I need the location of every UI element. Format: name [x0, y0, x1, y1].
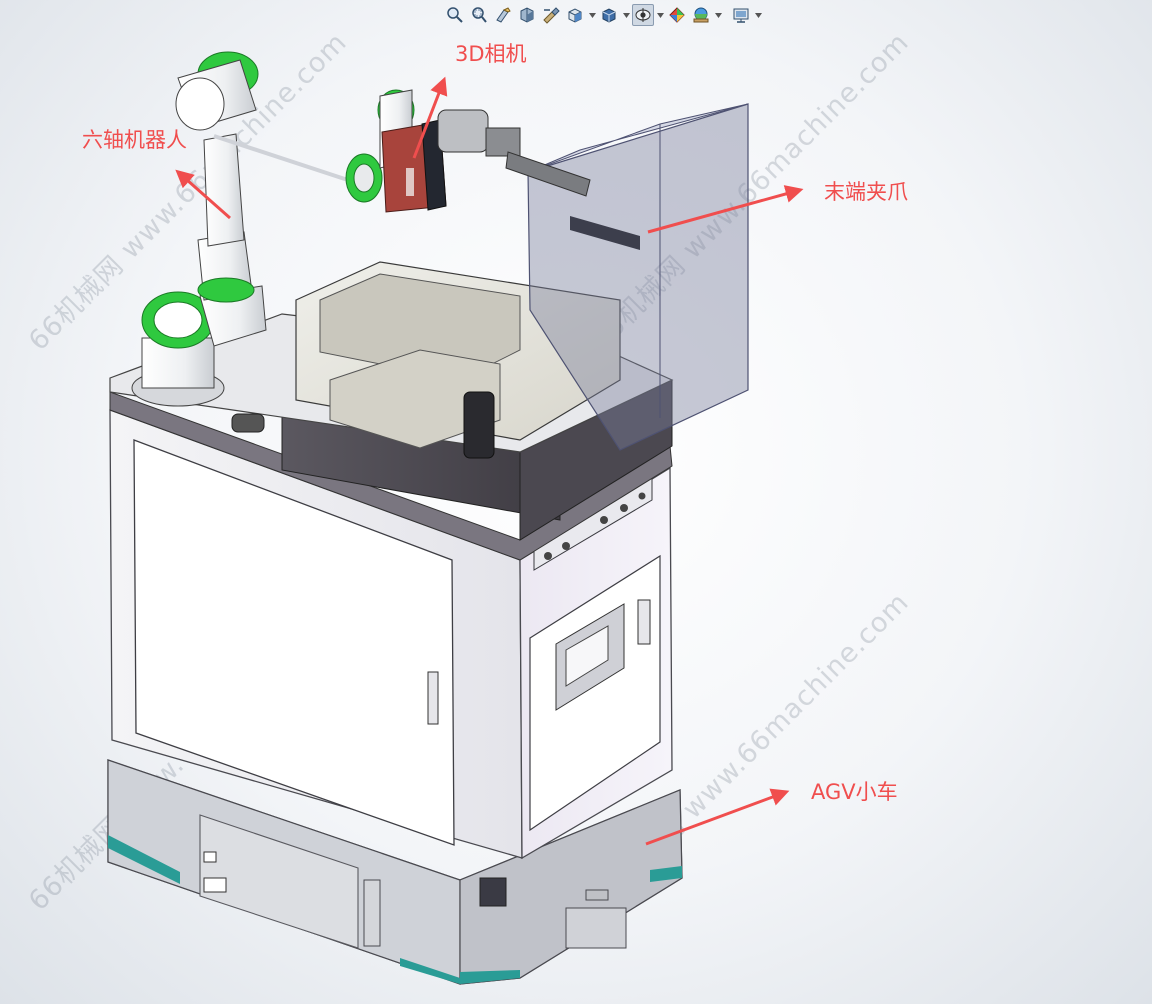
- hide-show-items-dropdown[interactable]: [656, 5, 664, 25]
- chevron-down-icon: [714, 12, 722, 18]
- view-settings-button[interactable]: [730, 4, 752, 26]
- robot-arm: [131, 51, 415, 407]
- dynamic-annotation-icon: [543, 7, 560, 24]
- end-effector: [437, 109, 591, 197]
- edit-appearance-button[interactable]: [666, 4, 688, 26]
- zoom-to-fit-button[interactable]: [444, 4, 466, 26]
- zoom-to-area-icon: [472, 7, 487, 23]
- view-orientation-button[interactable]: [564, 4, 586, 26]
- cabinet: [109, 391, 673, 860]
- section-view-icon: [520, 7, 534, 23]
- zoom-to-area-button[interactable]: [468, 4, 490, 26]
- section-view-button[interactable]: [516, 4, 538, 26]
- annotation-arrows: [175, 76, 804, 846]
- top-housing: [109, 261, 674, 541]
- agv-base: [107, 759, 683, 985]
- chevron-down-icon: [656, 12, 664, 18]
- apply-scene-button[interactable]: [690, 4, 712, 26]
- annotation-3d-camera: 3D相机: [455, 42, 527, 66]
- chevron-down-icon: [754, 12, 762, 18]
- heads-up-view-toolbar: [444, 2, 762, 28]
- apply-scene-dropdown[interactable]: [714, 5, 722, 25]
- apply-scene-icon: [693, 7, 709, 23]
- previous-view-button[interactable]: [492, 4, 514, 26]
- view-orientation-dropdown[interactable]: [588, 5, 596, 25]
- annotation-robot-arm: 六轴机器人: [82, 128, 187, 152]
- display-style-button[interactable]: [598, 4, 620, 26]
- annotation-agv: AGV小车: [811, 780, 898, 804]
- zoom-to-fit-icon: [447, 7, 463, 23]
- 3d-camera: [381, 119, 447, 213]
- view-orientation-icon: [568, 8, 582, 23]
- hide-show-items-icon: [635, 8, 651, 22]
- edit-appearance-icon: [669, 7, 685, 23]
- monitor-icon: [733, 8, 749, 23]
- previous-view-icon: [496, 7, 511, 23]
- chevron-down-icon: [588, 12, 596, 18]
- hide-show-items-button[interactable]: [632, 4, 654, 26]
- display-style-dropdown[interactable]: [622, 5, 630, 25]
- dynamic-annotation-button[interactable]: [540, 4, 562, 26]
- annotation-gripper: 末端夹爪: [824, 180, 908, 204]
- view-settings-dropdown[interactable]: [754, 5, 762, 25]
- chevron-down-icon: [622, 12, 630, 18]
- display-style-icon: [602, 8, 616, 23]
